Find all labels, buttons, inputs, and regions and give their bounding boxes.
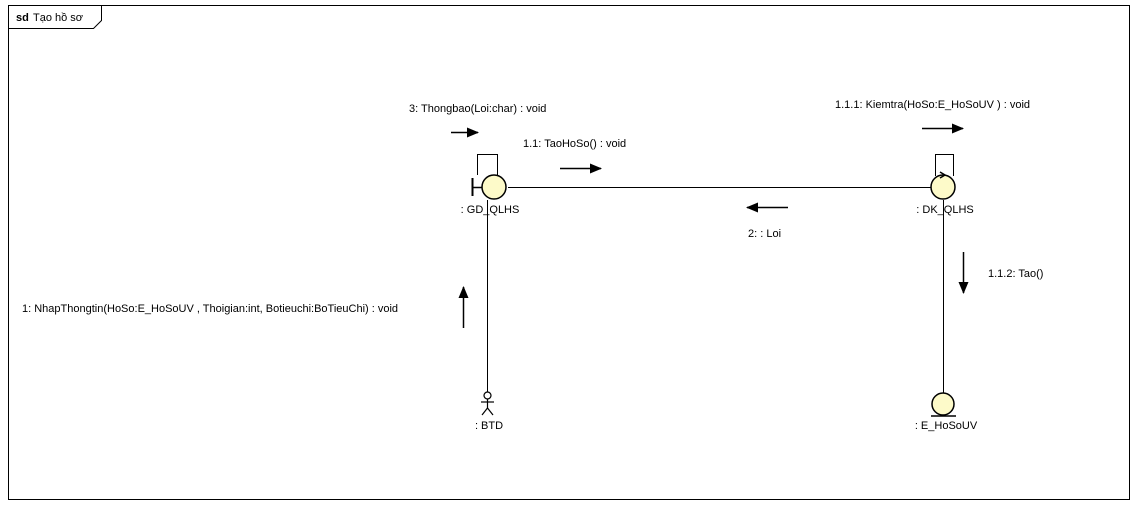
- entity-icon: [931, 392, 955, 416]
- message-label-1-1-1: 1.1.1: Kiemtra(HoSo:E_HoSoUV ) : void: [835, 99, 1030, 111]
- boundary-object[interactable]: [471, 174, 507, 200]
- actor-head-icon: [483, 391, 492, 400]
- actor-object[interactable]: [481, 391, 494, 416]
- message-label-1: 1: NhapThongtin(HoSo:E_HoSoUV , Thoigian…: [22, 303, 398, 315]
- message-label-1-1: 1.1: TaoHoSo() : void: [523, 138, 626, 150]
- control-label: : DK_QLHS: [916, 204, 973, 216]
- message-label-3: 3: Thongbao(Loi:char) : void: [409, 103, 546, 115]
- self-link-boundary: [477, 154, 498, 175]
- frame-keyword: sd: [16, 12, 29, 24]
- self-link-control: [935, 154, 954, 176]
- boundary-icon: [481, 174, 507, 200]
- frame-title: Tạo hồ sơ: [33, 12, 83, 24]
- entity-label: : E_HoSoUV: [915, 420, 978, 432]
- boundary-label: : GD_QLHS: [461, 204, 520, 216]
- entity-object[interactable]: [931, 392, 956, 417]
- message-label-1-1-2: 1.1.2: Tao(): [988, 268, 1043, 280]
- frame-tab: [8, 5, 102, 29]
- actor-label: : BTD: [475, 420, 503, 432]
- diagram-frame: [8, 5, 1130, 500]
- control-object[interactable]: [930, 171, 956, 200]
- message-label-2: 2: : Loi: [748, 228, 781, 240]
- control-icon: [930, 174, 956, 200]
